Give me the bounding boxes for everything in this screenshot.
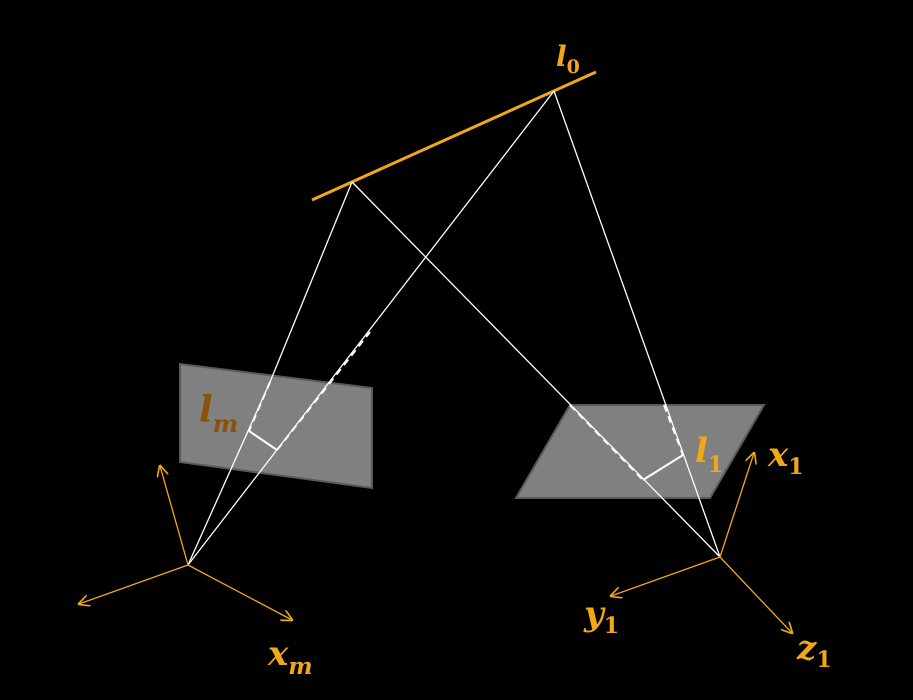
right-axis-z1 — [719, 556, 792, 633]
right-image-plane — [514, 404, 766, 499]
ray-right-to-near-end-dashed — [569, 404, 644, 481]
left-axis-xm — [187, 564, 292, 620]
left-axis-up — [160, 466, 189, 566]
ray-left-to-near-end — [187, 381, 271, 566]
right-axis-y1 — [611, 556, 721, 596]
ray-right-to-far-end — [553, 90, 721, 558]
label-y1: y1 — [583, 594, 619, 639]
label-z1: z1 — [796, 628, 832, 673]
left-image-plane — [179, 362, 373, 490]
label-xm: xm — [267, 634, 313, 680]
right-axis-x1 — [719, 453, 754, 558]
ray-left-to-far-end-dashed — [276, 331, 371, 451]
ray-left-to-near-end-dashed — [248, 381, 271, 432]
ray-right-to-far-end-dashed — [663, 404, 684, 456]
label-x1: x1 — [767, 435, 804, 480]
label-l0: l0 — [556, 40, 580, 78]
right-camera-axes — [611, 453, 792, 633]
label-lm: lm — [199, 389, 238, 438]
line-lm — [248, 430, 278, 451]
ray-left-to-near-end-upper — [269, 181, 353, 383]
left-camera-axes — [79, 466, 292, 620]
ray-left-to-far-end — [187, 90, 555, 566]
left-projection-lines — [187, 90, 555, 566]
right-projection-lines — [351, 90, 721, 558]
left-axis-left — [79, 564, 189, 604]
label-l1: l1 — [695, 431, 723, 478]
line-l0 — [311, 70, 597, 202]
line-l1 — [642, 454, 684, 481]
ray-right-to-near-end — [351, 181, 721, 558]
